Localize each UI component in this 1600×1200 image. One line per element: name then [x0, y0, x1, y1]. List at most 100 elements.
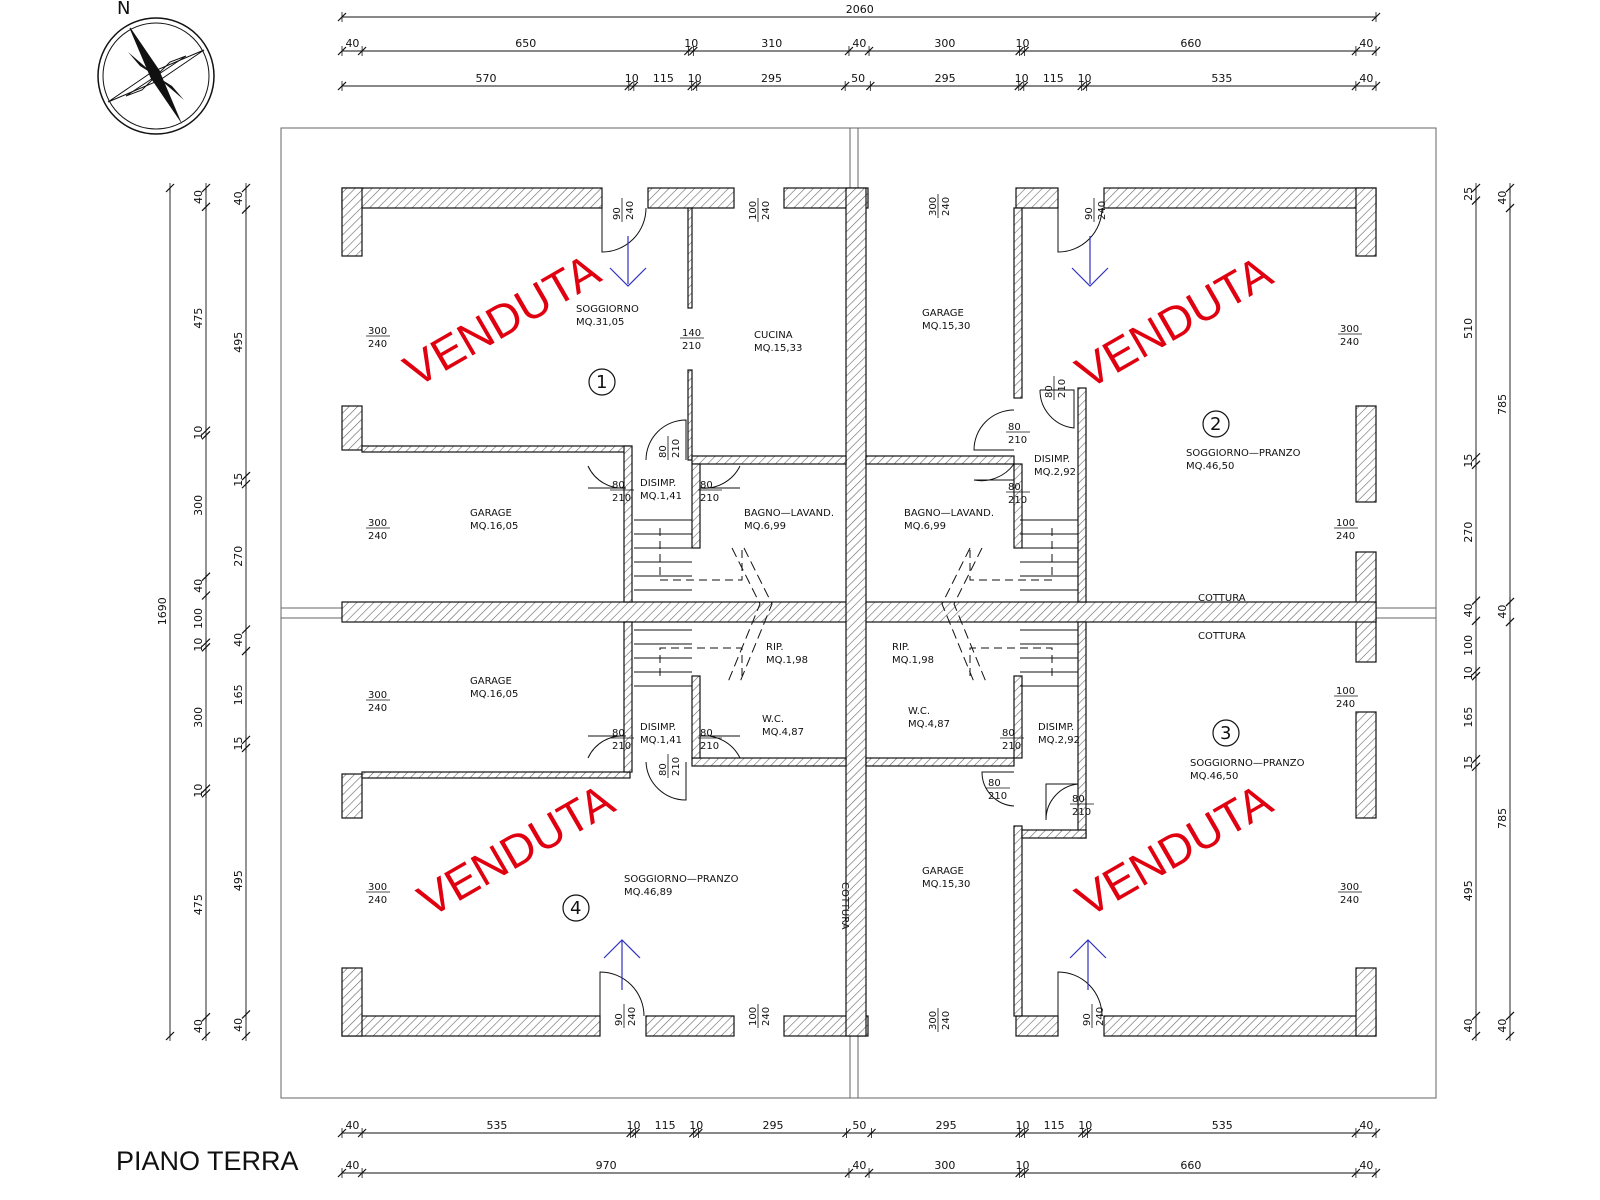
dimension-value: 100 — [192, 608, 205, 629]
dimension-value: 40 — [232, 1018, 245, 1032]
opening-height: 240 — [941, 197, 952, 216]
room-area: MQ.1,41 — [640, 491, 682, 502]
dimension-value: 535 — [486, 1119, 507, 1132]
dimension-value: 475 — [192, 894, 205, 915]
opening-height: 210 — [612, 493, 631, 504]
room-name: BAGNO—LAVAND. — [744, 508, 834, 519]
dimension-value: 100 — [1462, 635, 1475, 656]
opening-height: 210 — [700, 741, 719, 752]
room-area: MQ.16,05 — [470, 689, 518, 700]
dimension-value: 40 — [232, 191, 245, 205]
dimension-value: 50 — [852, 1119, 866, 1132]
opening-width: 300 — [368, 882, 387, 893]
opening-height: 210 — [682, 341, 701, 352]
door-swings — [587, 207, 1103, 1017]
opening-width: 300 — [1340, 324, 1359, 335]
dimension-value: 40 — [852, 1159, 866, 1172]
room-name: W.C. — [908, 706, 930, 717]
opening-width: 90 — [1084, 207, 1095, 220]
staircase — [634, 519, 1078, 687]
room-name: GARAGE — [922, 308, 964, 319]
room-name: GARAGE — [470, 508, 512, 519]
dimension-value: 10 — [689, 1119, 703, 1132]
dimension-value: 300 — [934, 37, 955, 50]
dimension-value: 40 — [1359, 1119, 1373, 1132]
dimension-value: 10 — [192, 784, 205, 798]
dimension-value: 295 — [935, 72, 956, 85]
opening-height: 240 — [368, 531, 387, 542]
unit-room-name: SOGGIORNO—PRANZO — [624, 874, 739, 885]
opening-width: 300 — [928, 197, 939, 216]
opening-width: 100 — [1336, 518, 1355, 529]
room-name: DISIMP. — [1038, 722, 1074, 733]
room-area: MQ.15,30 — [922, 879, 970, 890]
opening-width: 300 — [368, 690, 387, 701]
dimension-value: 40 — [1496, 191, 1509, 205]
opening-width: 80 — [612, 728, 625, 739]
dimension-value: 40 — [1462, 603, 1475, 617]
dimension-value: 40 — [852, 37, 866, 50]
room-area: MQ.15,30 — [922, 321, 970, 332]
opening-width: 90 — [1082, 1013, 1093, 1026]
room-name: GARAGE — [470, 676, 512, 687]
opening-height: 210 — [671, 757, 682, 776]
opening-height: 210 — [1008, 495, 1027, 506]
dimension-value: 295 — [936, 1119, 957, 1132]
opening-height: 240 — [368, 339, 387, 350]
room-name: RIP. — [766, 642, 784, 653]
unit-marker-1 — [588, 368, 616, 396]
dimension-value: 2060 — [846, 3, 874, 16]
unit-number-4: 4 — [570, 898, 581, 919]
opening-height: 210 — [700, 493, 719, 504]
room-name: CUCINA — [754, 330, 793, 341]
opening-width: 100 — [1336, 686, 1355, 697]
opening-width: 80 — [1072, 794, 1085, 805]
dimension-value: 1690 — [156, 597, 169, 625]
dimension-value: 10 — [627, 1119, 641, 1132]
dimension-value: 50 — [851, 72, 865, 85]
dimension-value: 40 — [345, 37, 359, 50]
room-area: MQ.1,98 — [892, 655, 934, 666]
dimension-value: 10 — [1015, 72, 1029, 85]
dimension-value: 15 — [232, 473, 245, 487]
dimension-value: 475 — [192, 308, 205, 329]
unit-marker-2 — [1202, 410, 1230, 438]
dimension-value: 40 — [1496, 1019, 1509, 1033]
room-area: MQ.15,33 — [754, 343, 802, 354]
dimension-value: 10 — [625, 72, 639, 85]
dimension-value: 10 — [684, 37, 698, 50]
opening-height: 240 — [1340, 337, 1359, 348]
cottura-label: COTTURA — [1198, 631, 1246, 642]
dimension-value: 10 — [1016, 1119, 1030, 1132]
dimension-value: 270 — [232, 546, 245, 567]
dimension-value: 115 — [653, 72, 674, 85]
north-label: N — [117, 0, 130, 19]
opening-height: 210 — [1072, 807, 1091, 818]
opening-height: 240 — [627, 1007, 638, 1026]
opening-height: 210 — [1008, 435, 1027, 446]
opening-height: 240 — [1097, 201, 1108, 220]
dimension-value: 15 — [1462, 454, 1475, 468]
dimension-value: 40 — [345, 1159, 359, 1172]
unit-room-area: MQ.46,89 — [624, 887, 672, 898]
